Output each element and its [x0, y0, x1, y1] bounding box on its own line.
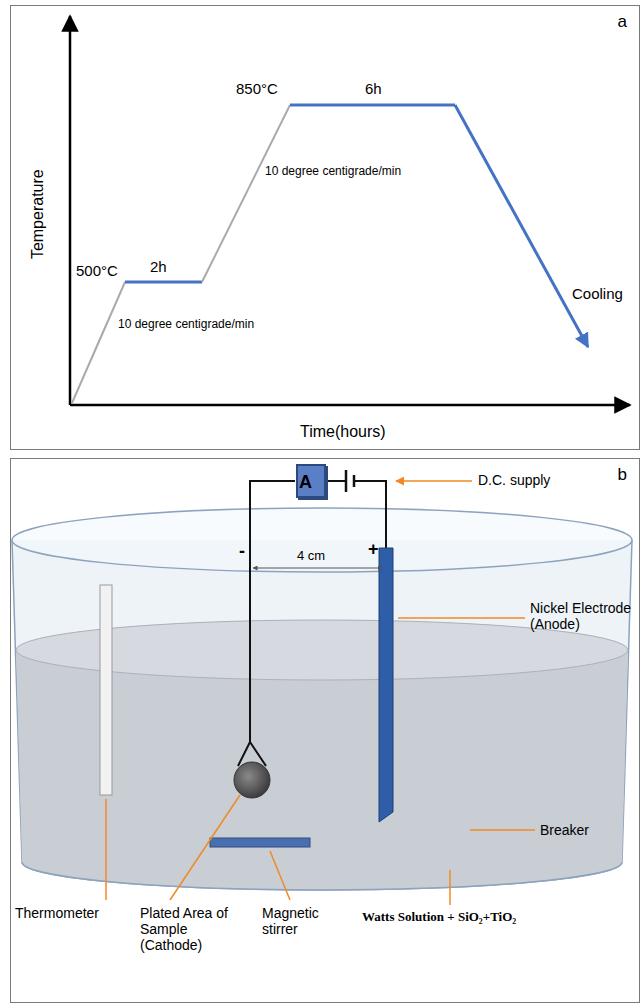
- panel-letter: a: [618, 12, 627, 32]
- duration-value: 2h: [150, 258, 167, 275]
- stage-label: Cooling: [572, 285, 623, 302]
- panel-frame: bA: [10, 458, 640, 1003]
- nickel-anode: [379, 548, 393, 822]
- part-label: Plated Area of Sample (Cathode): [140, 905, 240, 953]
- ammeter-box: A: [296, 464, 326, 498]
- axis-title: Temperature: [29, 154, 47, 274]
- part-label: Breaker: [540, 822, 589, 838]
- cathode-sample: [234, 762, 270, 798]
- polarity-sign: -: [239, 541, 245, 562]
- dimension-label: 4 cm: [297, 549, 325, 564]
- panel-letter: b: [618, 465, 627, 485]
- part-label: Nickel Electrode (Anode): [530, 600, 634, 632]
- part-label: Thermometer: [15, 905, 99, 921]
- magnetic-stirrer: [210, 838, 310, 847]
- panel-frame: a: [10, 5, 640, 450]
- temperature-graph: [70, 16, 630, 405]
- solution-label: Watts Solution + SiO₂+TiO₂: [362, 910, 632, 925]
- dimension-line: [253, 568, 382, 569]
- meter-symbol: A: [299, 472, 312, 493]
- part-label: Magnetic stirrer: [262, 905, 344, 937]
- beaker: [12, 508, 632, 890]
- wires: [238, 470, 386, 766]
- rate-note: 10 degree centigrade/min: [118, 318, 254, 332]
- duration-value: 6h: [365, 80, 382, 97]
- leader-lines: [106, 481, 535, 905]
- thermometer: [100, 585, 112, 795]
- rate-note: 10 degree centigrade/min: [265, 165, 401, 179]
- part-label: D.C. supply: [478, 472, 550, 488]
- temperature-value: 850°C: [236, 80, 278, 97]
- axis-title: Time(hours): [300, 423, 386, 441]
- polarity-sign: +: [368, 539, 379, 560]
- temperature-value: 500°C: [76, 262, 118, 279]
